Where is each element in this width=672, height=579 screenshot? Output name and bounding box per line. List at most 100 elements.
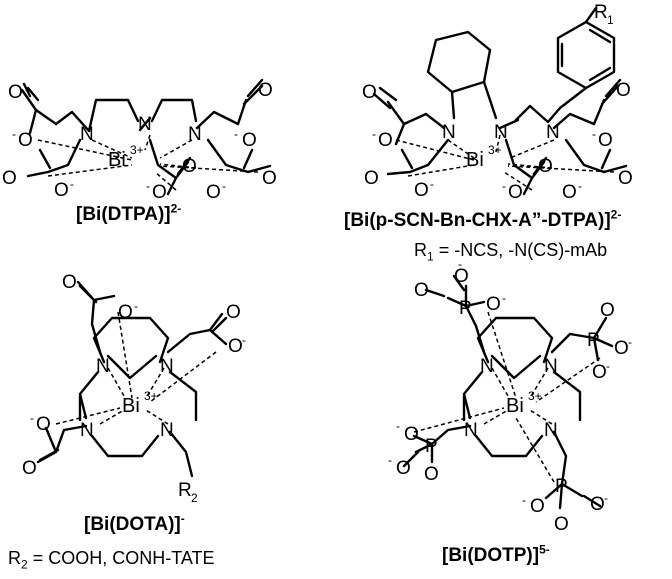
dtpa-n1: N xyxy=(80,124,94,145)
chx-o3: O xyxy=(364,168,379,189)
dota-macrocycle-bonds xyxy=(78,316,198,458)
dtpa-o9: O xyxy=(262,168,277,189)
dtpa-coordination-bonds xyxy=(37,134,259,191)
svg-text:-: - xyxy=(502,179,506,193)
caption-dtpa: [Bi(DTPA)]2- xyxy=(76,201,182,225)
svg-text:-: - xyxy=(396,419,400,433)
dota-bi-charge: 3+ xyxy=(144,389,158,403)
dotp-structure xyxy=(402,274,614,510)
svg-text:2: 2 xyxy=(191,491,198,505)
svg-text:-: - xyxy=(606,359,610,373)
dtpa-o4: O xyxy=(54,180,69,201)
dotp-bi: Bi xyxy=(506,395,524,417)
chx-o5: O xyxy=(538,156,553,177)
caption-chx-dtpa: [Bi(p-SCN-Bn-CHX-A”-DTPA)]2- xyxy=(344,207,622,231)
dota-n3: N xyxy=(80,420,94,441)
chx-bi: Bi xyxy=(466,149,484,171)
svg-text:-: - xyxy=(502,291,506,305)
caption-dota: [Bi(DOTA)]- xyxy=(84,511,185,535)
dota-o2: O xyxy=(118,302,133,323)
caption-chx-r1-definition: R1 = -NCS, -N(CS)-mAb xyxy=(414,240,608,264)
chx-n2: N xyxy=(494,122,508,143)
dotp-n1: N xyxy=(480,356,494,377)
svg-text:1: 1 xyxy=(607,13,614,27)
dota-n1: N xyxy=(96,356,110,377)
svg-text:-: - xyxy=(522,493,526,507)
dotp-o7: O xyxy=(404,424,419,445)
chx-benzene-ring xyxy=(556,20,616,90)
dotp-o12: O xyxy=(554,514,569,535)
dota-coordination-bonds xyxy=(55,311,217,425)
dota-r2-label: R xyxy=(178,480,192,501)
chx-n3: N xyxy=(546,122,560,143)
svg-text:-: - xyxy=(604,491,608,505)
chx-o1: O xyxy=(362,82,377,103)
chx-o6: O xyxy=(508,182,523,203)
chx-o9: O xyxy=(618,168,633,189)
dota-n4: N xyxy=(160,420,174,441)
dotp-n3: N xyxy=(464,420,478,441)
dotp-p2: P xyxy=(587,330,600,351)
dotp-macrocycle-bonds xyxy=(462,316,582,458)
svg-text:-: - xyxy=(388,453,392,467)
svg-text:-: - xyxy=(70,177,74,191)
dota-o4: O xyxy=(228,336,243,357)
chx-r1-label: R xyxy=(594,2,608,23)
dtpa-o3: O xyxy=(2,168,17,189)
dota-bi: Bi xyxy=(122,395,140,417)
dtpa-o7: O xyxy=(258,80,273,101)
dotp-phosphonate-bonds xyxy=(402,274,614,510)
dtpa-bi-charge: 3+ xyxy=(130,143,144,157)
dotp-n4: N xyxy=(544,420,558,441)
dotp-p3: P xyxy=(425,436,438,457)
chx-o2: O xyxy=(378,130,393,151)
dota-structure xyxy=(36,280,228,478)
dtpa-n3: N xyxy=(188,124,202,145)
chx-structure xyxy=(372,6,628,196)
dotp-atom-labels: N N N N Bi 3+ P O - O O - P O O - O - P … xyxy=(388,257,632,535)
dtpa-o6: O xyxy=(152,182,167,203)
dotp-o3: O xyxy=(486,294,501,315)
dtpa-bi: Bi xyxy=(108,149,126,171)
chx-cyclohexane-ring xyxy=(426,30,492,94)
svg-text:-: - xyxy=(12,127,16,141)
dtpa-o8: O xyxy=(242,130,257,151)
dota-atom-labels: N N N N Bi 3+ O O - O O - O - O R 2 xyxy=(22,272,246,505)
chx-coordination-bonds xyxy=(395,134,615,191)
dota-o3: O xyxy=(226,302,241,323)
svg-text:-: - xyxy=(134,299,138,313)
dtpa-n2: N xyxy=(138,114,152,135)
dotp-p4: P xyxy=(555,476,568,497)
svg-text:-: - xyxy=(242,333,246,347)
dotp-o6: O xyxy=(592,362,607,383)
dotp-o11: O xyxy=(590,494,605,515)
svg-text:-: - xyxy=(458,257,462,271)
chx-o7: O xyxy=(616,80,631,101)
svg-text:-: - xyxy=(234,127,238,141)
chx-o8: O xyxy=(598,130,613,151)
dotp-o5: O xyxy=(614,338,629,359)
dtpa-o1: O xyxy=(8,82,23,103)
dota-o6: O xyxy=(22,458,37,479)
chx-atom-labels: N N N Bi 3+ O O - O O - O O - O O - O O … xyxy=(362,2,633,203)
svg-text:-: - xyxy=(146,179,150,193)
caption-dotp: [Bi(DOTP)]5- xyxy=(442,542,550,566)
dtpa-structure xyxy=(20,78,272,196)
dotp-o9: O xyxy=(424,464,439,485)
caption-dota-r2-definition: R2 = COOH, CONH-TATE xyxy=(8,548,215,572)
svg-text:-: - xyxy=(592,127,596,141)
svg-text:-: - xyxy=(30,411,34,425)
chx-bi-charge: 3+ xyxy=(488,143,502,157)
dotp-p1: P xyxy=(459,298,472,319)
dotp-coordination-bonds xyxy=(413,311,601,483)
svg-text:-: - xyxy=(628,335,632,349)
dtpa-o2: O xyxy=(18,130,33,151)
dtpa-o10: O xyxy=(206,182,221,203)
dota-o5: O xyxy=(36,414,51,435)
dota-o1: O xyxy=(62,272,77,293)
svg-text:-: - xyxy=(430,177,434,191)
chx-o10: O xyxy=(562,182,577,203)
svg-text:-: - xyxy=(578,179,582,193)
dotp-o2: O xyxy=(414,280,429,301)
